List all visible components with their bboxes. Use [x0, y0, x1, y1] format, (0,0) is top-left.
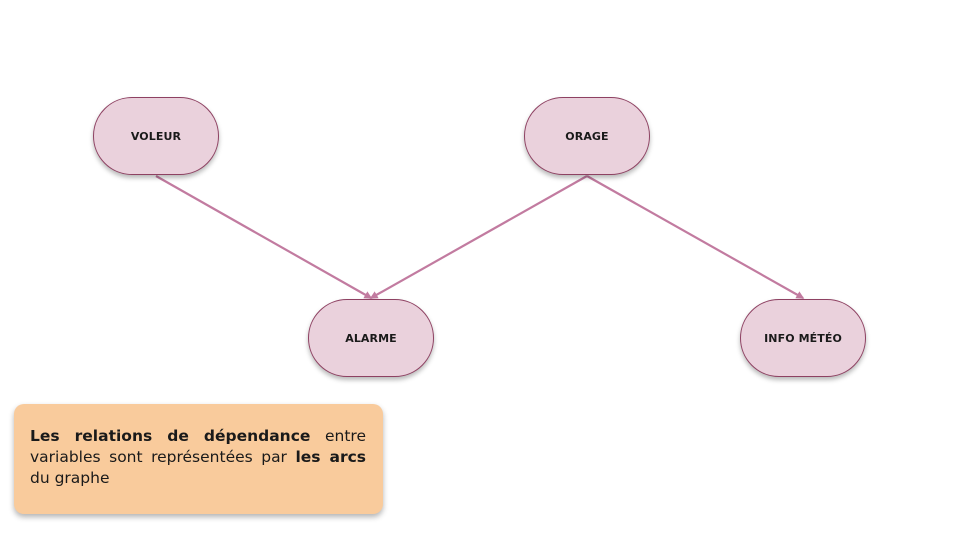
note-text-1: entre variables sont représentées par: [30, 427, 366, 466]
explanation-note: Les relations de dépendance entre variab…: [14, 404, 383, 514]
note-bold-2: les arcs: [295, 448, 366, 466]
node-voleur: VOLEUR: [93, 97, 219, 175]
edge-orage-info: [586, 175, 805, 299]
edge-orage-alarme: [369, 175, 588, 299]
node-info-meteo-label: INFO MÉTÉO: [764, 331, 842, 345]
node-alarme: ALARME: [308, 299, 434, 377]
node-voleur-label: VOLEUR: [130, 129, 182, 143]
note-text-2: du graphe: [30, 469, 110, 487]
node-orage-label: ORAGE: [565, 129, 609, 143]
node-info-meteo: INFO MÉTÉO: [740, 299, 866, 377]
node-alarme-label: ALARME: [345, 331, 397, 345]
note-bold-1: Les relations de dépendance: [30, 427, 311, 445]
node-orage: ORAGE: [524, 97, 650, 175]
edge-voleur-alarme: [155, 175, 373, 299]
